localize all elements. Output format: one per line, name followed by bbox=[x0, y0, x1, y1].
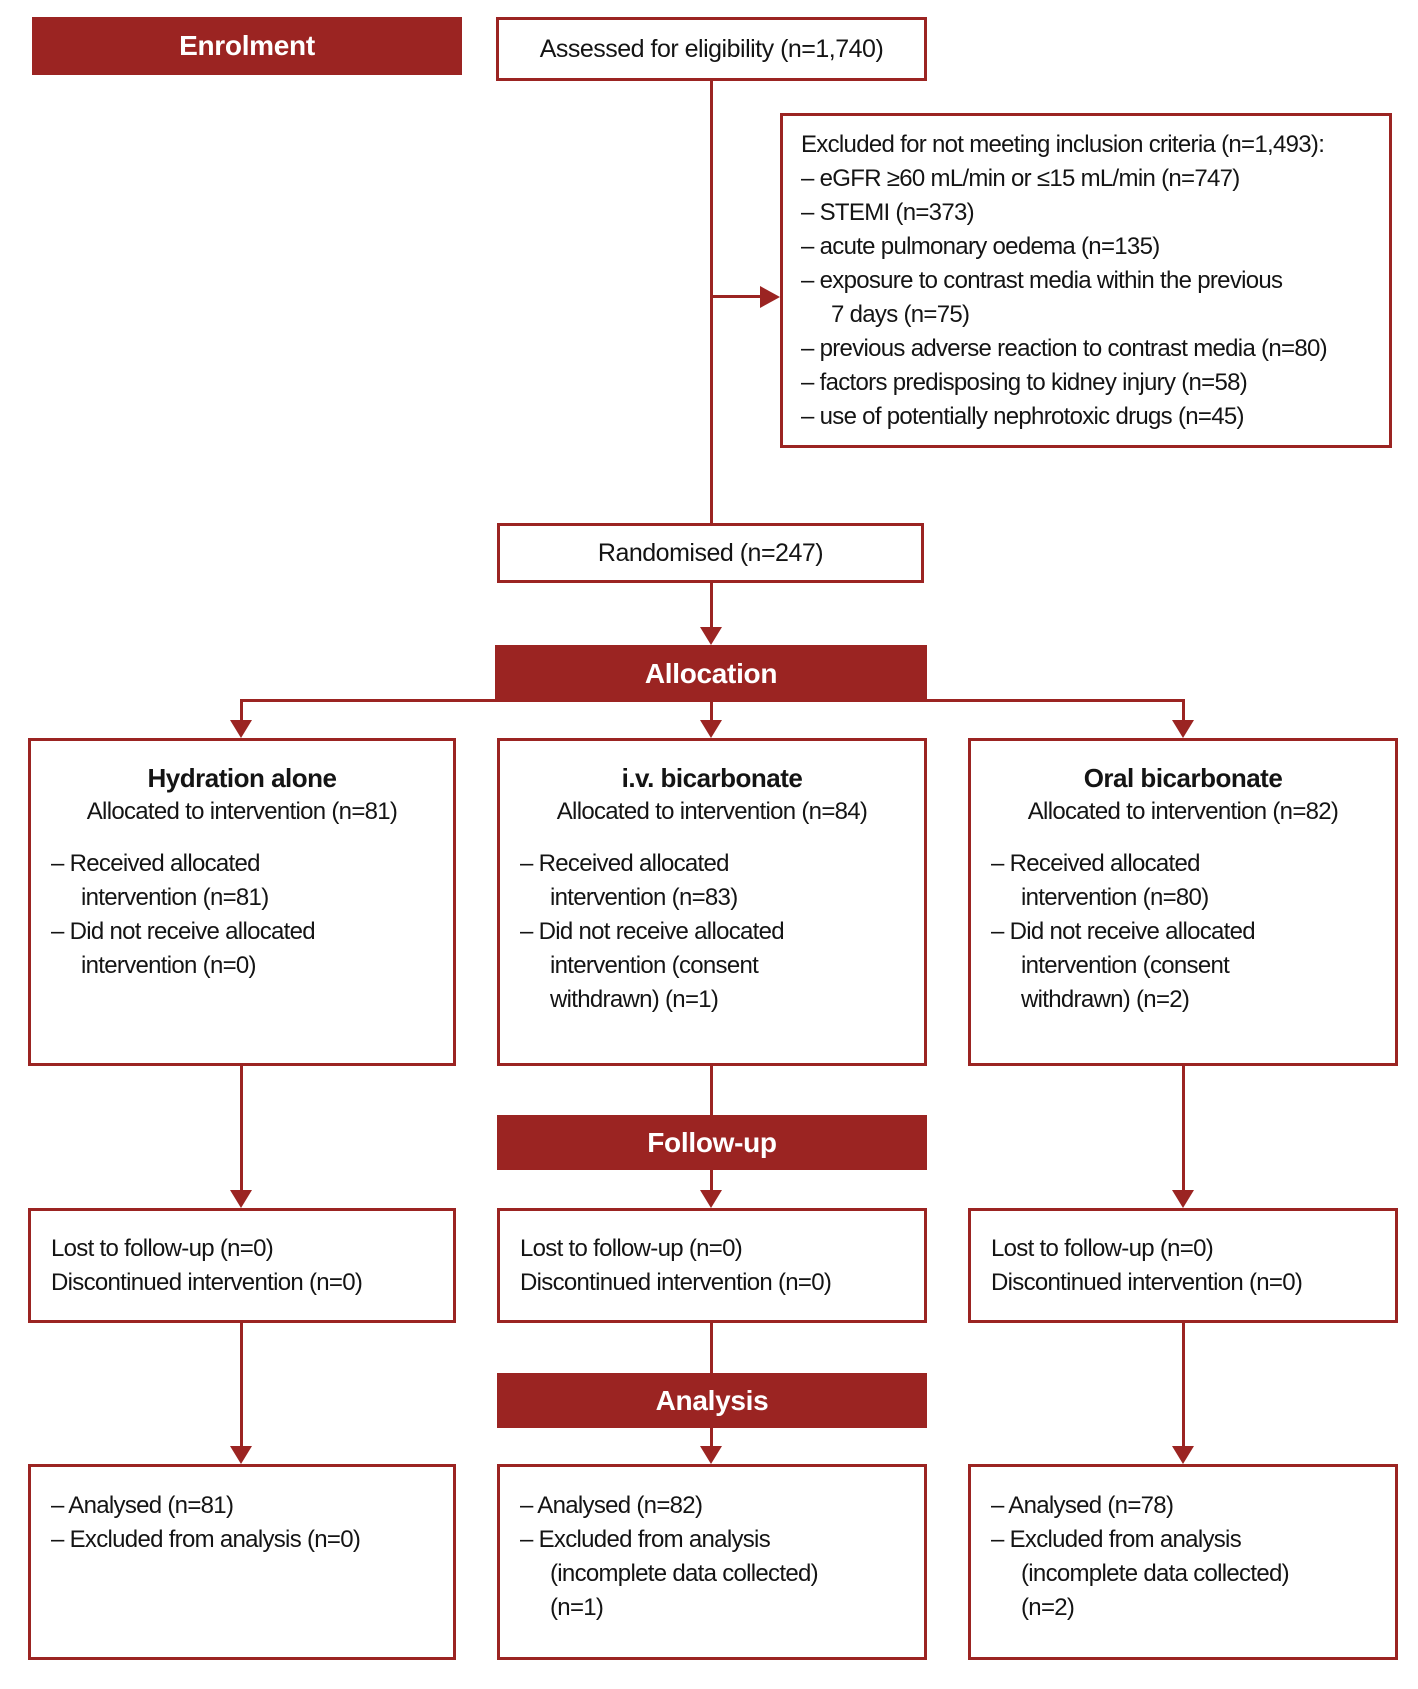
connector-branch-iv bbox=[710, 700, 713, 722]
connector-randomised-to-allocation bbox=[710, 581, 713, 629]
phase-bar-allocation: Allocation bbox=[495, 645, 927, 702]
allocation-detail-received: – Received allocated intervention (n=81) bbox=[51, 850, 269, 911]
analysis-box-hydration: – Analysed (n=81) – Excluded from analys… bbox=[28, 1464, 456, 1660]
connector-iv-to-followup-bar bbox=[710, 1064, 713, 1117]
arrowhead-iv-followup bbox=[700, 1190, 722, 1208]
arrowhead-hydration-followup bbox=[230, 1190, 252, 1208]
excluded-reason-kidney-injury: – factors predisposing to kidney injury … bbox=[801, 369, 1248, 396]
arm-title-oral-bicarbonate: Oral bicarbonate bbox=[1083, 763, 1283, 793]
allocation-box-oral-bicarbonate: Oral bicarbonate Allocated to interventi… bbox=[968, 738, 1398, 1066]
followup-box-hydration: Lost to follow-up (n=0) Discontinued int… bbox=[28, 1208, 456, 1323]
analysis-analysed: – Analysed (n=82) bbox=[520, 1492, 703, 1519]
arrowhead-allocation bbox=[700, 627, 722, 645]
allocated-count-iv-bicarbonate: Allocated to intervention (n=84) bbox=[556, 798, 868, 825]
excluded-box: Excluded for not meeting inclusion crite… bbox=[780, 113, 1392, 448]
connector-hydration-to-followup bbox=[240, 1064, 243, 1192]
excluded-reason-stemi: – STEMI (n=373) bbox=[801, 199, 975, 226]
connector-to-excluded bbox=[711, 295, 760, 298]
allocation-box-hydration: Hydration alone Allocated to interventio… bbox=[28, 738, 456, 1066]
excluded-reason-nephrotoxic-drugs: – use of potentially nephrotoxic drugs (… bbox=[801, 403, 1244, 430]
analysis-analysed: – Analysed (n=78) bbox=[991, 1492, 1174, 1519]
excluded-reason-oedema: – acute pulmonary oedema (n=135) bbox=[801, 233, 1160, 260]
analysis-excluded: – Excluded from analysis (n=0) bbox=[51, 1526, 361, 1553]
arrowhead-oral-allocation bbox=[1172, 720, 1194, 738]
excluded-reason-adverse-reaction: – previous adverse reaction to contrast … bbox=[801, 335, 1328, 362]
allocated-count-oral-bicarbonate: Allocated to intervention (n=82) bbox=[1027, 798, 1339, 825]
analysis-box-oral-bicarbonate: – Analysed (n=78) – Excluded from analys… bbox=[968, 1464, 1398, 1660]
arrowhead-oral-analysis bbox=[1172, 1446, 1194, 1464]
allocation-detail-received: – Received allocated intervention (n=80) bbox=[991, 850, 1209, 911]
analysis-box-iv-bicarbonate: – Analysed (n=82) – Excluded from analys… bbox=[497, 1464, 927, 1660]
connector-assessed-to-randomised bbox=[710, 78, 713, 525]
allocation-detail-received: – Received allocated intervention (n=83) bbox=[520, 850, 738, 911]
assessed-eligibility-box: Assessed for eligibility (n=1,740) bbox=[496, 17, 927, 81]
analysis-excluded: – Excluded from analysis (incomplete dat… bbox=[991, 1526, 1290, 1621]
excluded-title: Excluded for not meeting inclusion crite… bbox=[801, 131, 1325, 158]
arrowhead-hydration-analysis bbox=[230, 1446, 252, 1464]
allocated-count-hydration: Allocated to intervention (n=81) bbox=[86, 798, 398, 825]
phase-bar-enrolment: Enrolment bbox=[32, 17, 462, 75]
randomised-box: Randomised (n=247) bbox=[497, 523, 924, 583]
connector-hydration-to-analysis bbox=[240, 1321, 243, 1448]
connector-followup-bar-to-box bbox=[710, 1168, 713, 1192]
connector-analysis-bar-to-box bbox=[710, 1426, 713, 1448]
connector-oral-to-analysis bbox=[1182, 1321, 1185, 1448]
arrowhead-iv-analysis bbox=[700, 1446, 722, 1464]
allocation-detail-not-received: – Did not receive allocated intervention… bbox=[51, 918, 316, 979]
phase-bar-analysis: Analysis bbox=[497, 1373, 927, 1428]
allocation-detail-not-received: – Did not receive allocated intervention… bbox=[991, 918, 1256, 1013]
analysis-analysed: – Analysed (n=81) bbox=[51, 1492, 234, 1519]
arrowhead-iv-allocation bbox=[700, 720, 722, 738]
connector-iv-to-analysis-bar bbox=[710, 1321, 713, 1375]
allocation-box-iv-bicarbonate: i.v. bicarbonate Allocated to interventi… bbox=[497, 738, 927, 1066]
arm-title-iv-bicarbonate: i.v. bicarbonate bbox=[621, 763, 803, 793]
connector-branch-oral bbox=[1182, 699, 1185, 722]
arrowhead-hydration-allocation bbox=[230, 720, 252, 738]
followup-box-iv-bicarbonate: Lost to follow-up (n=0) Discontinued int… bbox=[497, 1208, 927, 1323]
allocation-detail-not-received: – Did not receive allocated intervention… bbox=[520, 918, 785, 1013]
connector-branch-hydration bbox=[240, 699, 243, 722]
excluded-reason-egfr: – eGFR ≥60 mL/min or ≤15 mL/min (n=747) bbox=[801, 165, 1240, 192]
phase-bar-followup: Follow-up bbox=[497, 1115, 927, 1170]
arrowhead-oral-followup bbox=[1172, 1190, 1194, 1208]
followup-box-oral-bicarbonate: Lost to follow-up (n=0) Discontinued int… bbox=[968, 1208, 1398, 1323]
arrowhead-excluded bbox=[760, 286, 780, 308]
connector-oral-to-followup bbox=[1182, 1064, 1185, 1192]
arm-title-hydration: Hydration alone bbox=[147, 763, 337, 793]
analysis-excluded: – Excluded from analysis (incomplete dat… bbox=[520, 1526, 819, 1621]
excluded-reason-exposure: – exposure to contrast media within the … bbox=[801, 267, 1283, 328]
